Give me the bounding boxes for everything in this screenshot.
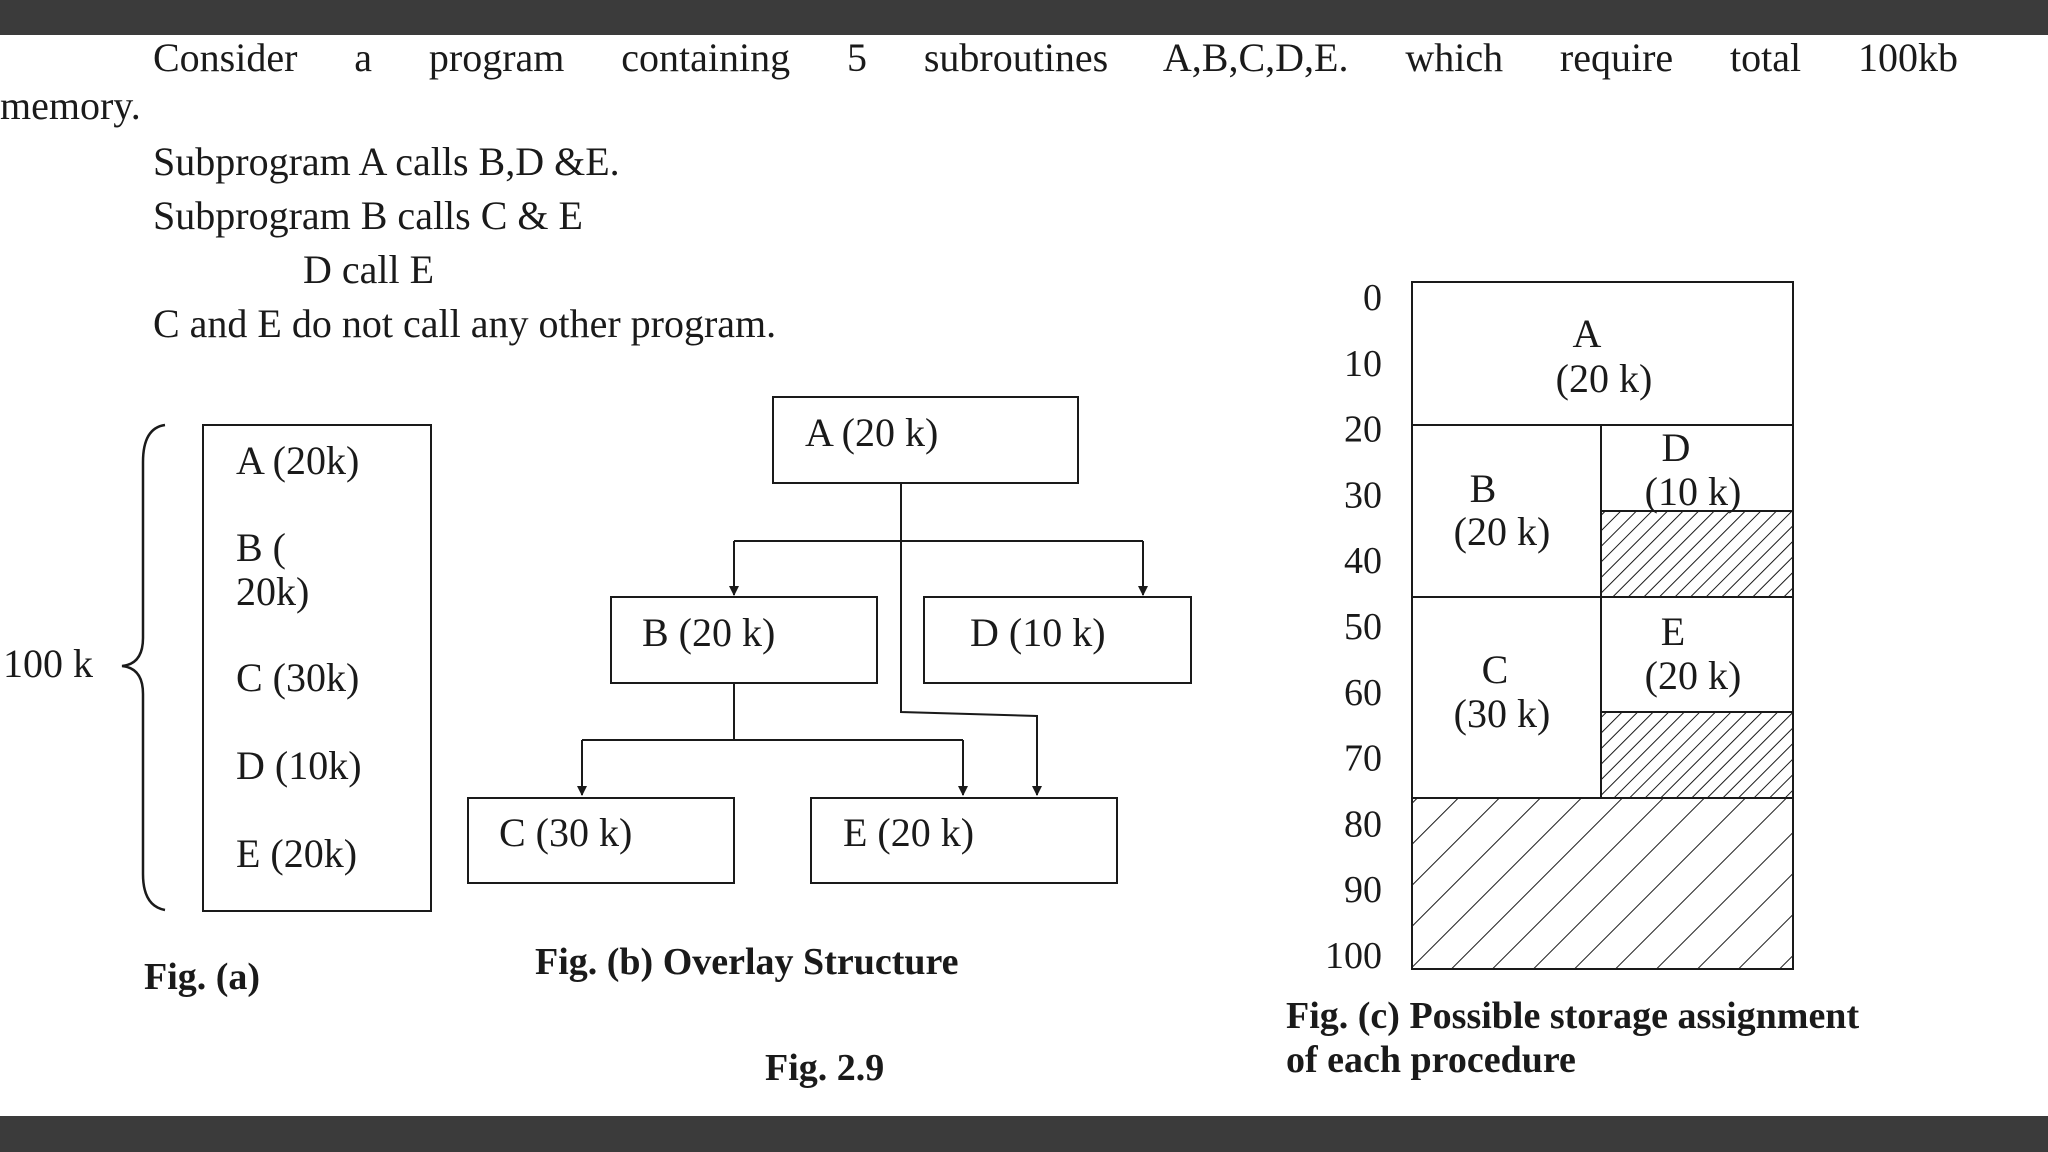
intro-line-4: D call E [303,247,435,292]
subroutine-b-label-cont: 20k) [236,569,309,614]
intro-line-5: C and E do not call any other program. [153,301,777,346]
memory-tick-90: 90 [1344,869,1382,911]
fig-a: 100 k A (20k) B ( 20k) C (30k) D (10k) E… [3,423,432,998]
fig-c-caption-line-2: of each procedure [1286,1039,1576,1081]
block-d-size: (10 k) [1645,469,1742,514]
block-b-size: (20 k) [1454,509,1551,554]
node-a-box [772,396,1079,484]
memory-brace [121,423,166,912]
d-unused-hatch [1601,511,1793,598]
block-b-name: B [1470,466,1497,511]
fig-c: 0 10 20 30 40 50 60 70 80 90 100 A (20 k) B (20 k)… [1286,277,1859,1081]
subroutine-b-label: B ( [236,525,286,570]
subroutine-c-label: C (30k) [236,655,359,700]
intro-line-3: Subprogram B calls C & E [153,193,583,238]
memory-tick-20: 20 [1344,409,1382,451]
node-c-box [467,797,735,884]
block-e-size: (20 k) [1645,653,1742,698]
bottom-bar [0,1116,2048,1152]
e-unused-hatch [1601,712,1793,798]
subroutine-e-label: E (20k) [236,831,357,876]
figure-number-caption: Fig. 2.9 [765,1047,884,1089]
subroutine-d-label: D (10k) [236,743,362,788]
fig-c-caption-line-1: Fig. (c) Possible storage assignment [1286,995,1859,1037]
node-b-box [610,596,878,684]
call-a-to-e [900,483,1042,796]
node-e-box [810,797,1118,884]
node-c-label: C (30 k) [499,810,632,855]
block-c-name: C [1482,647,1509,692]
node-b-label: B (20 k) [642,610,775,655]
memory-tick-30: 30 [1344,474,1382,516]
subroutine-a-label: A (20k) [236,438,359,483]
memory-tick-80: 80 [1344,803,1382,845]
node-d-label: D (10 k) [970,610,1106,655]
intro-line-1-continued: memory. [0,83,141,128]
total-memory-label: 100 k [3,641,93,686]
memory-tick-100: 100 [1325,935,1382,977]
memory-tick-40: 40 [1344,540,1382,582]
fig-b-caption: Fig. (b) Overlay Structure [535,941,959,983]
top-bar [0,0,2048,35]
block-d-name: D [1662,425,1691,470]
free-memory-hatch [1412,798,1793,969]
memory-axis: 0 10 20 30 40 50 60 70 80 90 100 [1325,277,1382,977]
fig-a-caption: Fig. (a) [144,956,260,998]
memory-tick-50: 50 [1344,606,1382,648]
memory-tick-60: 60 [1344,672,1382,714]
block-a-name: A [1573,311,1602,356]
memory-tick-70: 70 [1344,738,1382,780]
node-e-label: E (20 k) [843,810,974,855]
block-e-name: E [1661,609,1685,654]
intro-line-2: Subprogram A calls B,D &E. [153,139,620,184]
program-box [202,424,432,912]
block-c-size: (30 k) [1454,691,1551,736]
node-a-label: A (20 k) [805,410,938,455]
block-a-size: (20 k) [1556,356,1653,401]
fig-b: A (20 k) B (20 k) D (10 k) C (30 k) E (2… [467,396,1192,983]
memory-frame [1411,281,1794,970]
memory-tick-0: 0 [1363,277,1382,319]
memory-tick-10: 10 [1344,343,1382,385]
node-d-box [923,596,1192,684]
intro-line-1: Consider a program containing 5 subrouti… [153,35,1958,80]
